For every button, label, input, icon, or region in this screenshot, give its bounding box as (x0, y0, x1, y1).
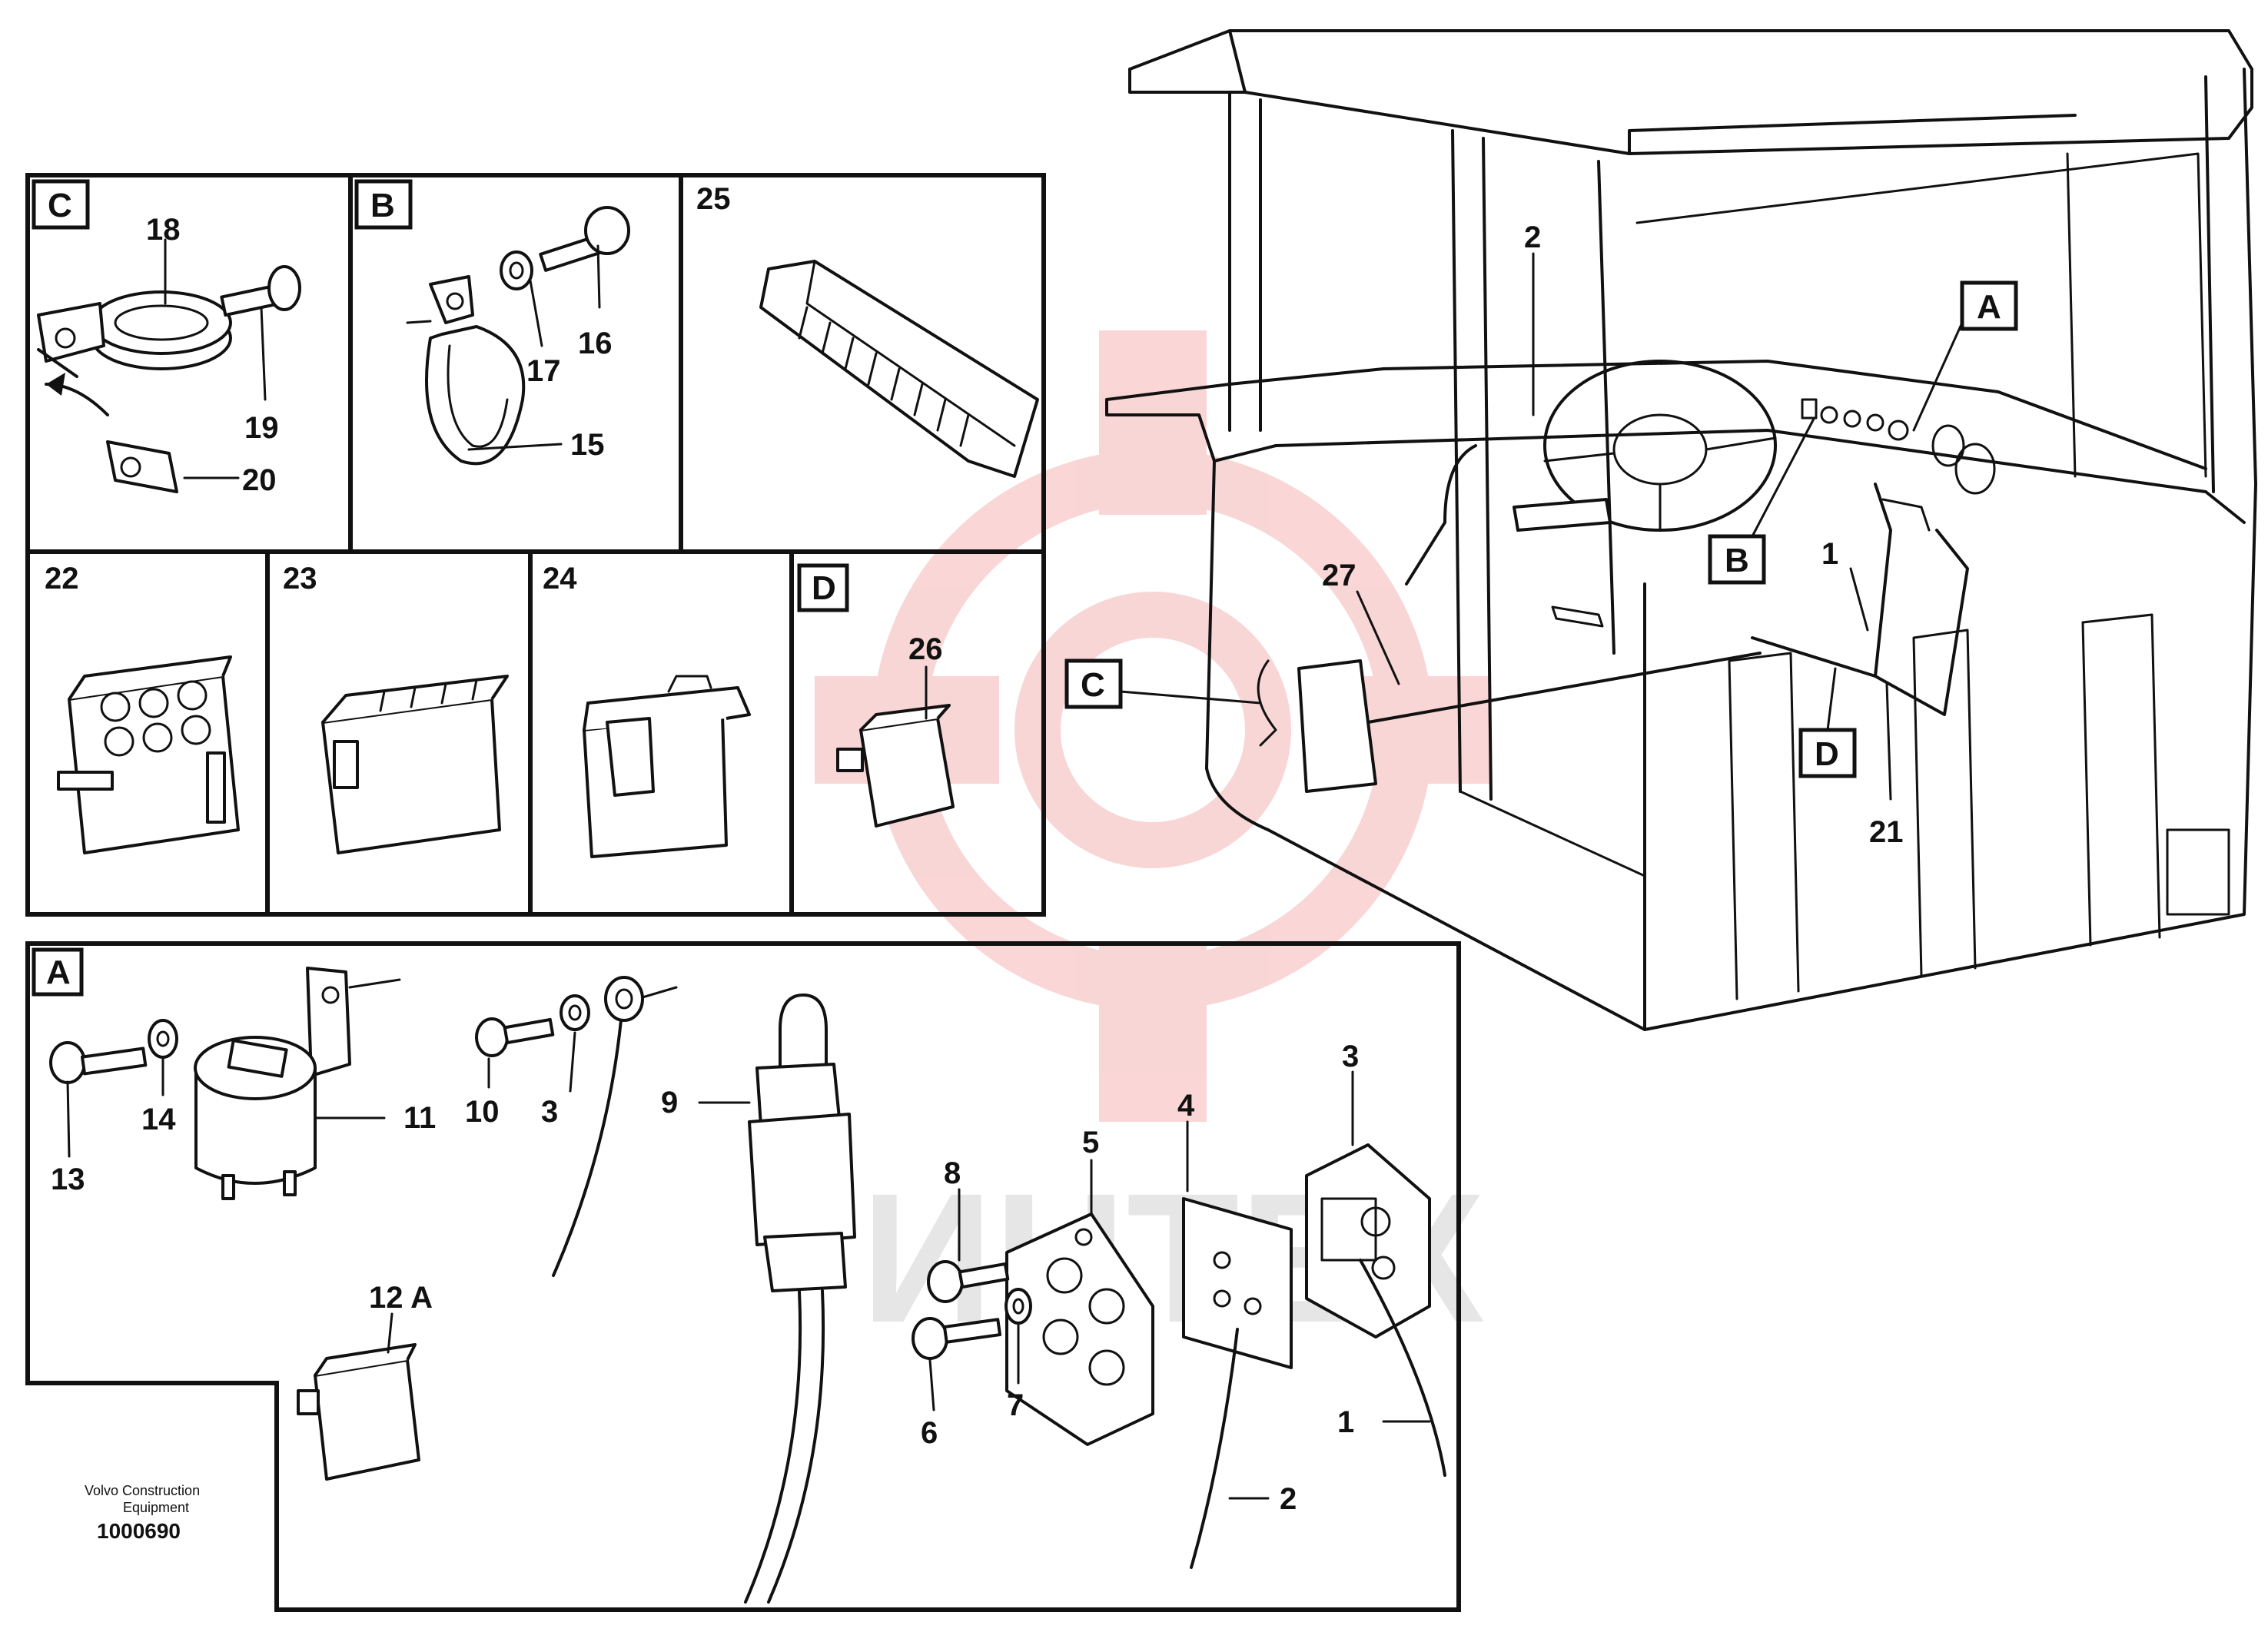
callout-8: 8 (944, 1156, 961, 1190)
callout-5: 5 (1082, 1126, 1099, 1159)
detail-panels-top (25, 173, 1046, 917)
panel-24: 24 (543, 562, 751, 858)
screw-part-13 (49, 1041, 148, 1084)
screw-part-10 (475, 1017, 555, 1057)
cab-mark-c-letter: C (1081, 666, 1105, 704)
panel-23: 23 (283, 562, 509, 854)
footer-block: Volvo Construction Equipment 1000690 (85, 1483, 200, 1543)
instrument-panel-switches (1801, 398, 1996, 495)
drawing-number: 1000690 (97, 1519, 181, 1543)
connector-part-22 (57, 655, 240, 854)
panel-c: C 18 19 20 (32, 179, 301, 497)
cab-mark-b (1708, 534, 1766, 585)
panel-22: 22 (45, 562, 240, 854)
callout-3: 3 (1342, 1040, 1359, 1073)
fuse-holder-part-9 (744, 993, 856, 1604)
cab-callout-1: 1 (1821, 537, 1838, 571)
watermark-logo (815, 330, 1491, 1122)
screw-part-16 (539, 206, 630, 272)
screw-part-19 (220, 265, 301, 317)
panel-a: A 13 14 11 (32, 947, 1446, 1604)
callout-19: 19 (244, 411, 279, 445)
cab-callout-21: 21 (1869, 815, 1904, 849)
callout-1-panel-a: 1 (1337, 1405, 1354, 1439)
panel-25: 25 (696, 182, 1039, 478)
nut-part-20 (106, 440, 178, 493)
screw-part-8 (927, 1260, 1010, 1303)
callout-13: 13 (51, 1163, 85, 1196)
cab-mark-b-letter: B (1725, 542, 1749, 579)
section-letter-d: D (812, 569, 836, 607)
callout-10: 10 (465, 1095, 500, 1129)
washer-part-17 (500, 250, 533, 290)
panel-d: D 26 (797, 563, 955, 828)
cab-mark-a-letter: A (1977, 288, 2001, 326)
callout-18: 18 (146, 213, 181, 247)
callout-12a: 12 A (369, 1281, 433, 1315)
callout-9: 9 (661, 1086, 678, 1120)
section-box-a (32, 947, 84, 997)
cab-mark-a (1960, 280, 2018, 331)
screw-part-6 (912, 1317, 1002, 1360)
callout-11: 3 (541, 1095, 558, 1129)
panel-b: B 15 16 17 (354, 179, 630, 466)
fuse-box-part-25 (759, 260, 1039, 478)
relay-part-26 (836, 704, 955, 828)
washer-part-14 (148, 1019, 178, 1059)
p-clip-part-15 (425, 275, 526, 466)
fuse-box-part-27 (1257, 659, 1377, 793)
flasher-part-12 (194, 967, 401, 1200)
cab-callout-27: 27 (1322, 559, 1356, 592)
ground-terminal (552, 976, 678, 1277)
callout-16: 16 (578, 327, 613, 360)
connector-part-23 (321, 675, 509, 854)
callout-2-panel-a: 2 (1280, 1482, 1297, 1516)
washer-part-11 (560, 994, 590, 1031)
section-letter-a: A (46, 954, 71, 991)
section-box-d (797, 563, 849, 612)
cab-mark-c (1064, 658, 1123, 709)
callout-6: 6 (921, 1416, 938, 1450)
section-box-b (354, 179, 413, 230)
callout-12: 11 (403, 1101, 436, 1135)
panel-number-22: 22 (45, 562, 79, 595)
company-name-line1: Volvo Construction (85, 1483, 200, 1498)
section-letter-c: C (48, 187, 72, 224)
callout-15: 15 (570, 428, 605, 462)
section-letter-b: B (370, 187, 395, 224)
panel-a-frame (25, 941, 1461, 1612)
cab-illustration: A B C D 2 1 21 27 (1064, 29, 2257, 1031)
callout-26: 26 (908, 632, 943, 666)
washer-part-7 (1004, 1288, 1032, 1325)
relay-part-12a (297, 1343, 420, 1481)
company-name-line2: Equipment (123, 1500, 189, 1515)
panel-number-23: 23 (283, 562, 317, 595)
spacer-part-4 (1182, 1197, 1293, 1369)
cab-callout-2: 2 (1524, 221, 1541, 254)
panel-number-24: 24 (543, 562, 577, 595)
clamp-part-18 (37, 290, 232, 416)
callout-4: 4 (1177, 1089, 1195, 1123)
section-box-c (32, 179, 90, 230)
callout-14: 14 (141, 1103, 176, 1136)
connector-part-24 (583, 675, 751, 858)
callout-7: 7 (1007, 1388, 1024, 1422)
steering-wheel (1543, 360, 1777, 532)
callout-17: 17 (526, 354, 561, 388)
panel-number-25: 25 (696, 182, 731, 216)
switch-part-3 (1305, 1143, 1431, 1338)
callout-20: 20 (242, 463, 277, 497)
cab-mark-d-letter: D (1815, 735, 1839, 773)
